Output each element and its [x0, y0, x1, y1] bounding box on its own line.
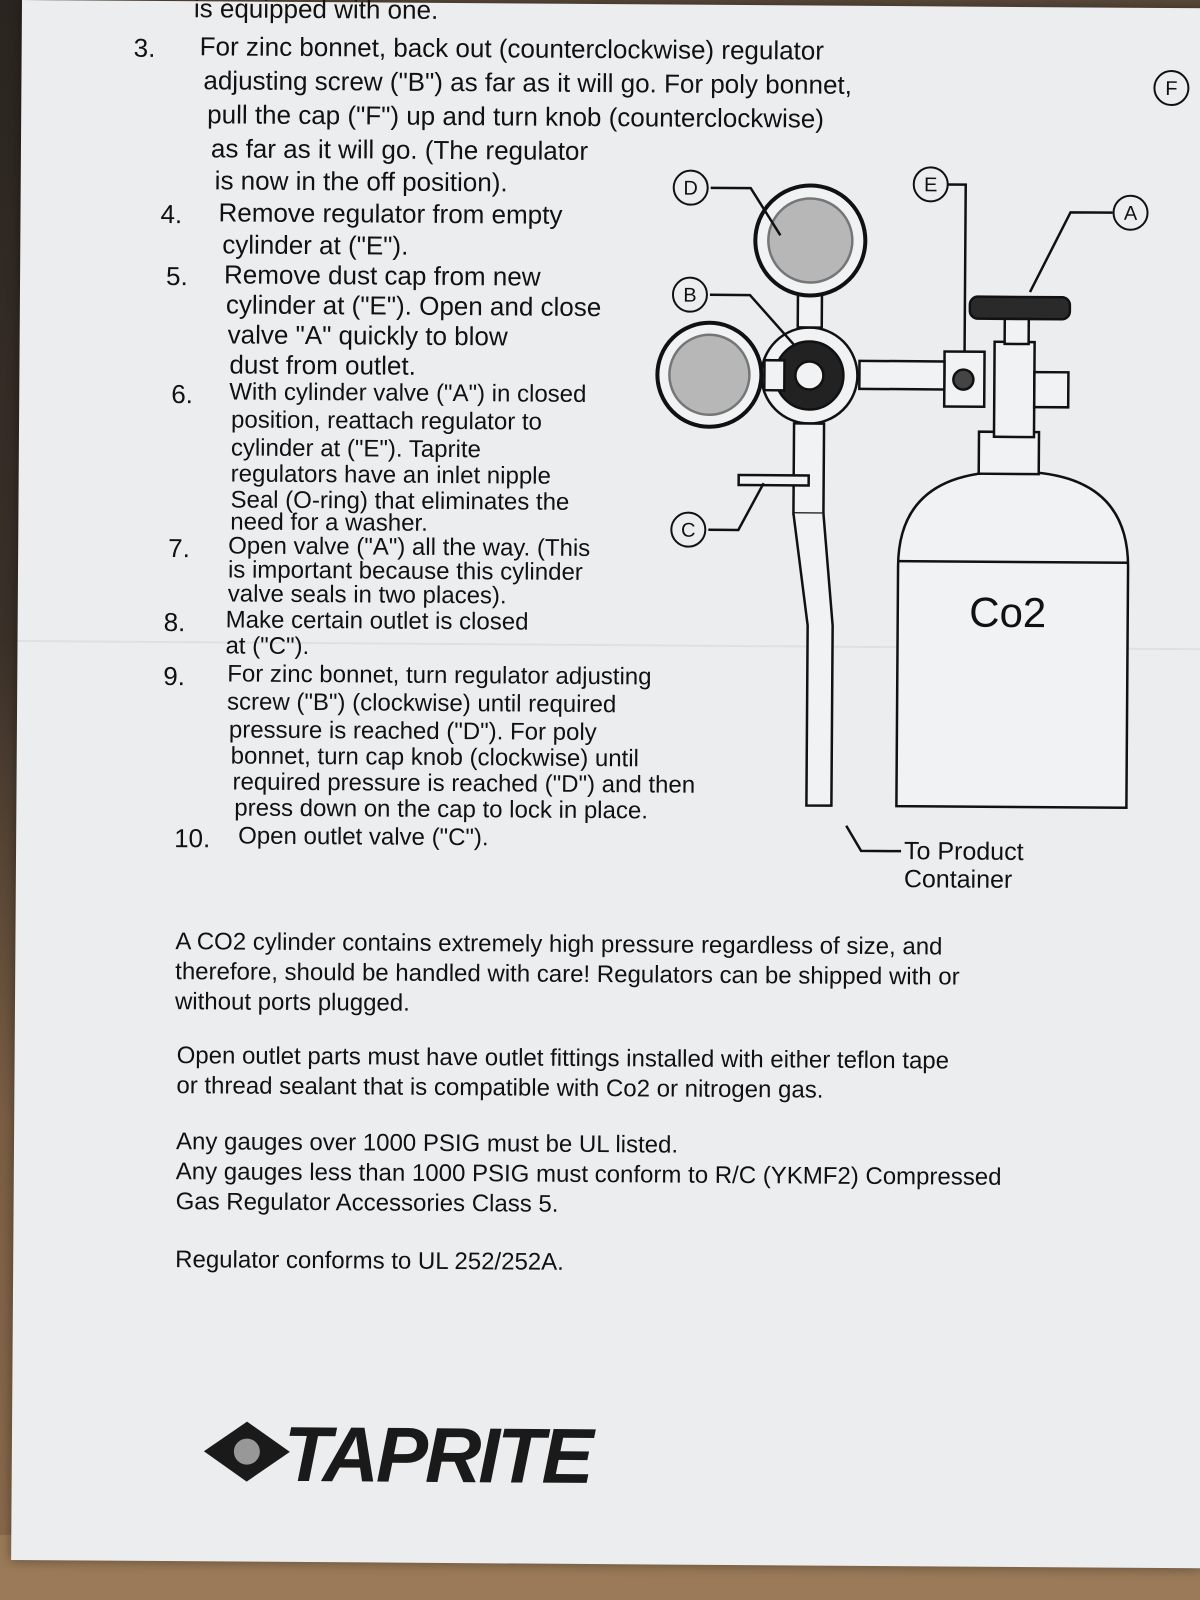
callout-f-circle	[1153, 70, 1190, 107]
callout-a-circle	[1112, 194, 1149, 231]
taprite-logo-diamond	[203, 1421, 290, 1482]
outlet-stem	[792, 422, 826, 515]
destination-line-2: Container	[904, 865, 1013, 894]
outlet-valve-handle	[737, 473, 810, 487]
leader-e	[945, 183, 967, 352]
co2-cylinder-outline	[895, 470, 1130, 809]
leader-a	[1028, 211, 1113, 293]
cylinder-valve-body	[992, 340, 1036, 439]
callout-f: F	[1165, 78, 1177, 100]
leader-d	[710, 186, 782, 236]
instruction-sheet: is equipped with one. 3. For zinc bonnet…	[11, 0, 1200, 1569]
brand-wordmark: TAPRITE	[283, 1409, 592, 1501]
callout-b-circle	[671, 276, 708, 313]
valve-stem	[1003, 317, 1031, 346]
callout-c-circle	[670, 511, 707, 548]
callout-d-circle	[672, 169, 709, 206]
callout-d: D	[683, 178, 698, 200]
callout-a: A	[1124, 203, 1138, 225]
callout-c: C	[681, 520, 696, 542]
cylinder-label-band-top	[898, 559, 1129, 564]
regulator-body-pipe	[858, 359, 946, 391]
outlet-hose	[792, 513, 834, 807]
gauges-para-line-1: Any gauges over 1000 PSIG must be UL lis…	[175, 1128, 679, 1159]
cylinder-label: Co2	[969, 589, 1046, 637]
leader-b	[709, 293, 796, 347]
fittings-para-line-2: or thread sealant that is compatible wit…	[176, 1072, 824, 1104]
warning-para-line-3: without ports plugged.	[174, 988, 410, 1017]
ul-para-line-1: Regulator conforms to UL 252/252A.	[175, 1246, 564, 1276]
callout-e: E	[924, 174, 937, 196]
callout-b: B	[683, 285, 696, 307]
gauges-para-line-3: Gas Regulator Accessories Class 5.	[175, 1188, 559, 1218]
leader-destination	[845, 825, 902, 853]
valve-side-port	[1032, 370, 1070, 409]
leader-c	[708, 482, 765, 532]
destination-line-1: To Product	[904, 837, 1024, 866]
callout-e-circle	[912, 166, 949, 203]
regulator-diagram: D B C E A F Co2 To Product Container	[655, 70, 1190, 894]
valve-handwheel	[968, 295, 1072, 321]
